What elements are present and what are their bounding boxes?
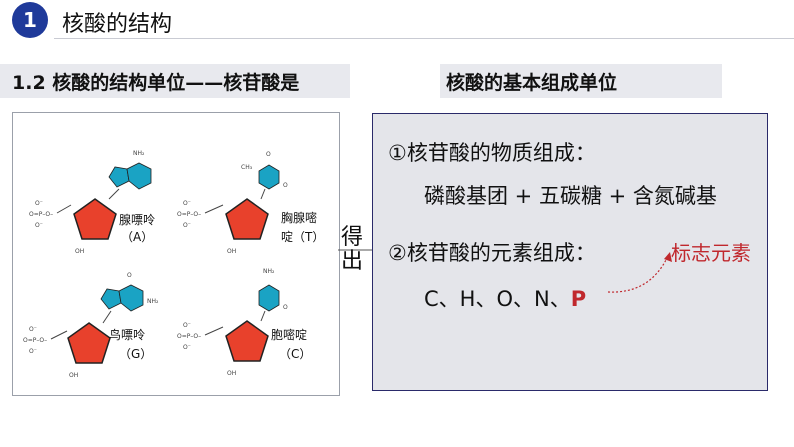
- nucleotide-name-2: 胸腺嘧: [281, 210, 317, 225]
- left-heading-bar: 1.2 核酸的结构单位——核苷酸是: [0, 64, 350, 98]
- nucleotide-guanine: O NH₂ 鸟嘌呤 （G）: [23, 272, 159, 380]
- yield-label: 得 出: [340, 226, 364, 274]
- element-list: C、H、O、N、P: [424, 283, 586, 313]
- nucleotide-name-4: 胞嘧啶: [271, 328, 307, 342]
- section-number-badge: 1: [12, 2, 48, 38]
- material-composition-items: 磷酸基团 + 五碳糖 + 含氮碱基: [424, 184, 717, 208]
- left-heading-text: 1.2 核酸的结构单位——核苷酸是: [12, 71, 300, 94]
- yield-label-line2: 出: [340, 249, 363, 274]
- cytosine-o-label: O: [283, 304, 288, 311]
- nucleotide-cytosine: NH₂ O 胞嘧啶 （C）: [177, 268, 311, 378]
- page-title: 核酸的结构: [62, 12, 173, 37]
- nucleotide-adenine: NH₂ 腺嘌呤 （A）: [29, 150, 155, 256]
- guanine-nh2-label: NH₂: [147, 298, 159, 305]
- nucleotide-thymine: CH₃ O O 胸腺嘧 啶（T）: [177, 151, 324, 256]
- right-heading-text: 核酸的基本组成单位: [446, 71, 618, 94]
- nucleotide-diagram-svg: O⁻ O=P–O– O⁻ OH NH₂ 腺嘌呤 （A）: [23, 150, 324, 380]
- guanine-o-label: O: [127, 272, 132, 279]
- element-composition-heading: ②核苷酸的元素组成：: [388, 241, 596, 265]
- nucleotide-diagram: O⁻ O=P–O– O⁻ OH NH₂ 腺嘌呤 （A）: [12, 112, 340, 396]
- thymine-ch3-label: CH₃: [241, 164, 253, 171]
- phosphorus-highlight: P: [570, 287, 587, 311]
- element-list-prefix: C、H、O、N、: [424, 287, 571, 311]
- nucleotide-code-3: （G）: [119, 347, 152, 361]
- nucleotide-name-3: 鸟嘌呤: [109, 327, 145, 342]
- annotation-arrow: [607, 252, 672, 293]
- right-heading-bar: 核酸的基本组成单位: [440, 64, 722, 98]
- composition-panel: [372, 113, 768, 391]
- nucleotide-name-1: 腺嘌呤: [119, 212, 155, 227]
- material-composition-heading: ①核苷酸的物质组成：: [388, 141, 596, 165]
- thymine-o-label: O: [266, 151, 271, 158]
- marker-element-annotation: 标志元素: [671, 241, 751, 265]
- nucleotide-code-1: （A）: [121, 230, 153, 244]
- yield-label-line1: 得: [340, 225, 363, 250]
- thymine-o2-label: O: [283, 182, 288, 189]
- connector-line: [338, 249, 372, 251]
- nucleotide-code-2: 啶（T）: [281, 230, 324, 244]
- adenine-nh2-label: NH₂: [133, 150, 145, 157]
- cytosine-nh2-label: NH₂: [263, 268, 275, 275]
- nucleotide-code-4: （C）: [279, 347, 311, 361]
- title-divider: [54, 38, 794, 39]
